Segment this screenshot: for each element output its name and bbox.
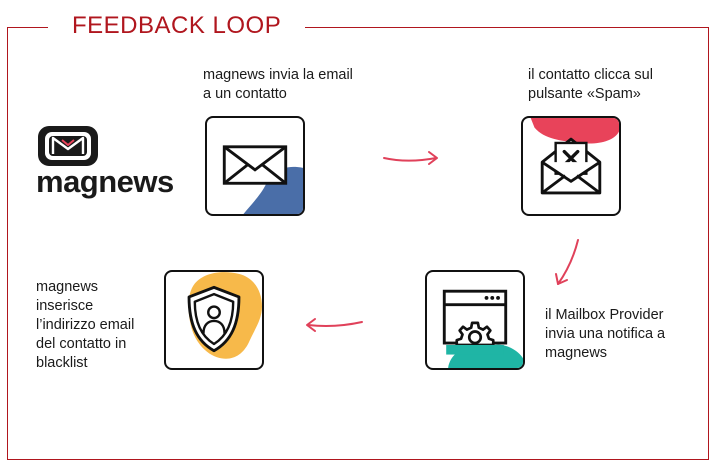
step-3-box [425,270,525,370]
arrow-step2-to-step3 [548,238,584,288]
arrow-step3-to-step4 [304,314,364,334]
envelope-icon [222,145,303,214]
magnews-logo-icon [38,126,98,166]
step-2-box [521,116,621,216]
step-1-caption: magnews invia la email a un contatto [203,67,353,102]
step-2-caption: il contatto clicca sul pulsante «Spam» [528,67,653,102]
envelope-spam-icon [530,118,619,195]
step-4-caption: magnews inserisce l’indirizzo email del … [36,279,135,371]
diagram-title: FEEDBACK LOOP [48,10,306,42]
browser-gear-icon [442,289,523,368]
step-3-caption: il Mailbox Provider invia una notifica a… [545,307,666,361]
shield-user-icon [187,272,262,359]
diagram-frame [7,27,709,460]
step-4-box [164,270,264,370]
magnews-logo: magnews [36,124,176,204]
arrow-step1-to-step2 [382,148,440,168]
step-1-box [205,116,305,216]
magnews-logo-text: magnews [36,164,174,199]
